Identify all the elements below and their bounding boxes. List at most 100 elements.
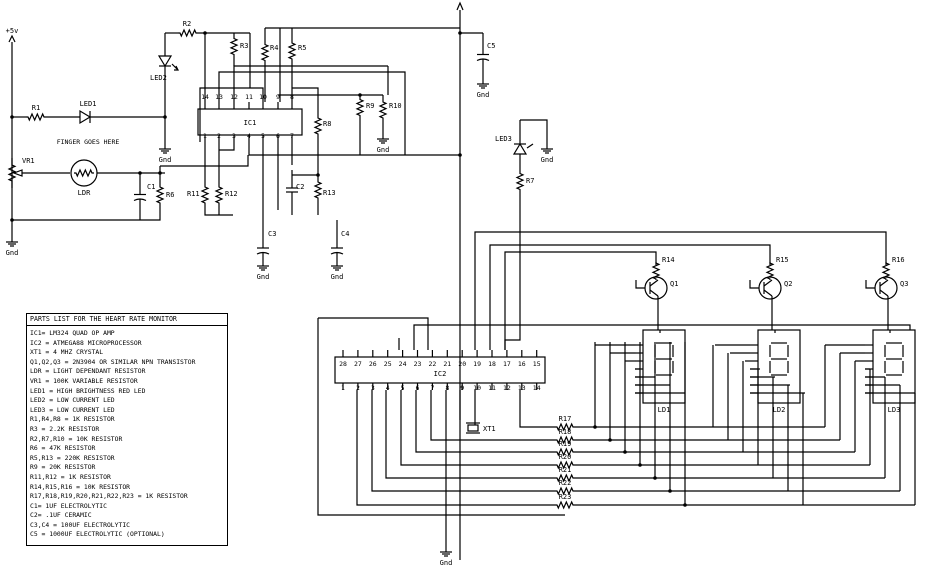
ic1-top-pin: 11 [245, 93, 253, 101]
ic1-bottom-pin: 2 [217, 132, 221, 140]
r16-label: R16 [892, 256, 905, 264]
r9-label: R9 [366, 102, 374, 110]
r5-label: R5 [298, 44, 306, 52]
ic2-bottom-pin: 10 [473, 384, 481, 392]
r11-label: R11 [187, 190, 200, 198]
ic2-top-pin: 20 [458, 360, 466, 368]
ic2-top-pin: 27 [354, 360, 362, 368]
ic1-top-pin: 12 [230, 93, 238, 101]
ic1-top-pin: 10 [259, 93, 267, 101]
ic1-top-pin: 9 [276, 93, 280, 101]
parts-list-item: LED1 = HIGH BRIGHTNESS RED LED [30, 386, 146, 395]
parts-list-item: LED2 = LOW CURRENT LED [30, 396, 115, 405]
parts-list-item: R11,R12 = 1K RESISTOR [30, 472, 111, 481]
r23-label: R23 [559, 493, 572, 501]
ic2-bottom-pin: 5 [401, 384, 405, 392]
ic2-label: IC2 [434, 370, 447, 378]
parts-list-item: LED3 = LOW CURRENT LED [30, 405, 115, 414]
ic1-top-pin: 8 [290, 93, 294, 101]
r4-label: R4 [270, 44, 278, 52]
r7-label: R7 [526, 177, 534, 185]
ldr-label: LDR [78, 189, 91, 197]
ic1-label: IC1 [244, 119, 257, 127]
ic1-bottom-pin: 6 [276, 132, 280, 140]
parts-list-item: IC1= LM324 QUAD OP AMP [30, 329, 115, 337]
r19-label: R19 [559, 440, 572, 448]
r14-label: R14 [662, 256, 675, 264]
finger-label: FINGER GOES HERE [57, 138, 120, 146]
ic1-bottom-pin: 7 [290, 132, 294, 140]
led3-label: LED3 [495, 135, 512, 143]
ld2-label: LD2 [773, 406, 786, 414]
ic2-top-pin: 19 [473, 360, 481, 368]
parts-list-item: XT1 = 4 MHZ CRYSTAL [30, 348, 104, 357]
led2-label: LED2 [150, 74, 167, 82]
gnd-label: Gnd [377, 146, 390, 154]
r1-label: R1 [32, 104, 40, 112]
ic2-bottom-pin: 2 [356, 384, 360, 392]
ic2-bottom-pin: 1 [341, 384, 345, 392]
parts-list-item: C2= .1UF CERAMIC [30, 511, 92, 520]
c4-label: C4 [341, 230, 349, 238]
led1-label: LED1 [80, 100, 97, 108]
gnd-label: Gnd [159, 156, 172, 164]
q1-label: Q1 [670, 280, 678, 288]
ic2-bottom-pin: 8 [445, 384, 449, 392]
parts-list: PARTS LIST FOR THE HEART RATE MONITOR IC… [26, 313, 228, 546]
ic2-top-pin: 25 [384, 360, 392, 368]
parts-list-item: IC2 = ATMEGA88 MICROPROCESSOR [30, 338, 142, 347]
parts-list-item: VR1 = 100K VARIABLE RESISTOR [30, 376, 138, 385]
r3-label: R3 [240, 42, 248, 50]
ic2-top-pin: 15 [533, 360, 541, 368]
gnd-label: Gnd [6, 249, 19, 257]
ic2-top-pin: 18 [488, 360, 496, 368]
ic1-bottom-pin: 1 [203, 132, 207, 140]
ic2-bottom-pin: 11 [488, 384, 496, 392]
ic2-bottom-pin: 9 [460, 384, 464, 392]
parts-list-title: PARTS LIST FOR THE HEART RATE MONITOR [27, 314, 227, 326]
gnd-label: Gnd [257, 273, 270, 281]
gnd-label: Gnd [440, 559, 453, 567]
c1-label: C1 [147, 183, 155, 191]
c2-label: C2 [296, 183, 304, 191]
ic2-top-pin: 17 [503, 360, 511, 368]
ic2-top-pin: 24 [399, 360, 407, 368]
r20-label: R20 [559, 453, 572, 461]
parts-list-item: R3 = 2.2K RESISTOR [30, 424, 100, 433]
vr1-label: VR1 [22, 157, 35, 165]
ic2-top-pin: 16 [518, 360, 526, 368]
r17-label: R17 [559, 415, 572, 423]
ic2-top-pin: 28 [339, 360, 347, 368]
parts-list-item: R17,R18,R19,R20,R21,R22,R23 = 1K RESISTO… [30, 492, 188, 501]
r22-label: R22 [559, 479, 572, 487]
q3-label: Q3 [900, 280, 908, 288]
ic2-bottom-pin: 3 [371, 384, 375, 392]
ic2-bottom-pin: 7 [430, 384, 434, 392]
ic2-bottom-pin: 12 [503, 384, 511, 392]
ic1-bottom-pin: 5 [261, 132, 265, 140]
parts-list-item: R6 = 47K RESISTOR [30, 444, 96, 453]
r15-label: R15 [776, 256, 789, 264]
r18-label: R18 [559, 428, 572, 436]
gnd-label: Gnd [541, 156, 554, 164]
c3-label: C3 [268, 230, 276, 238]
parts-list-item: C1= 1UF ELECTROLYTIC [30, 501, 107, 510]
ic2-bottom-pin: 6 [416, 384, 420, 392]
q2-label: Q2 [784, 280, 792, 288]
ic2-top-pin: 26 [369, 360, 377, 368]
ic2-top-pin: 21 [443, 360, 451, 368]
ic2-top-pin: 23 [414, 360, 422, 368]
r13-label: R13 [323, 189, 336, 197]
parts-list-item: R14,R15,R16 = 10K RESISTOR [30, 482, 131, 491]
r12-label: R12 [225, 190, 238, 198]
xt1-label: XT1 [483, 425, 496, 433]
parts-list-item: R5,R13 = 220K RESISTOR [30, 453, 115, 462]
ld3-label: LD3 [888, 406, 901, 414]
ic2-top-pin: 22 [428, 360, 436, 368]
ic2-bottom-pin: 13 [518, 384, 526, 392]
parts-list-item: R1,R4,R8 = 1K RESISTOR [30, 415, 115, 424]
parts-list-item: R2,R7,R10 = 10K RESISTOR [30, 434, 123, 443]
